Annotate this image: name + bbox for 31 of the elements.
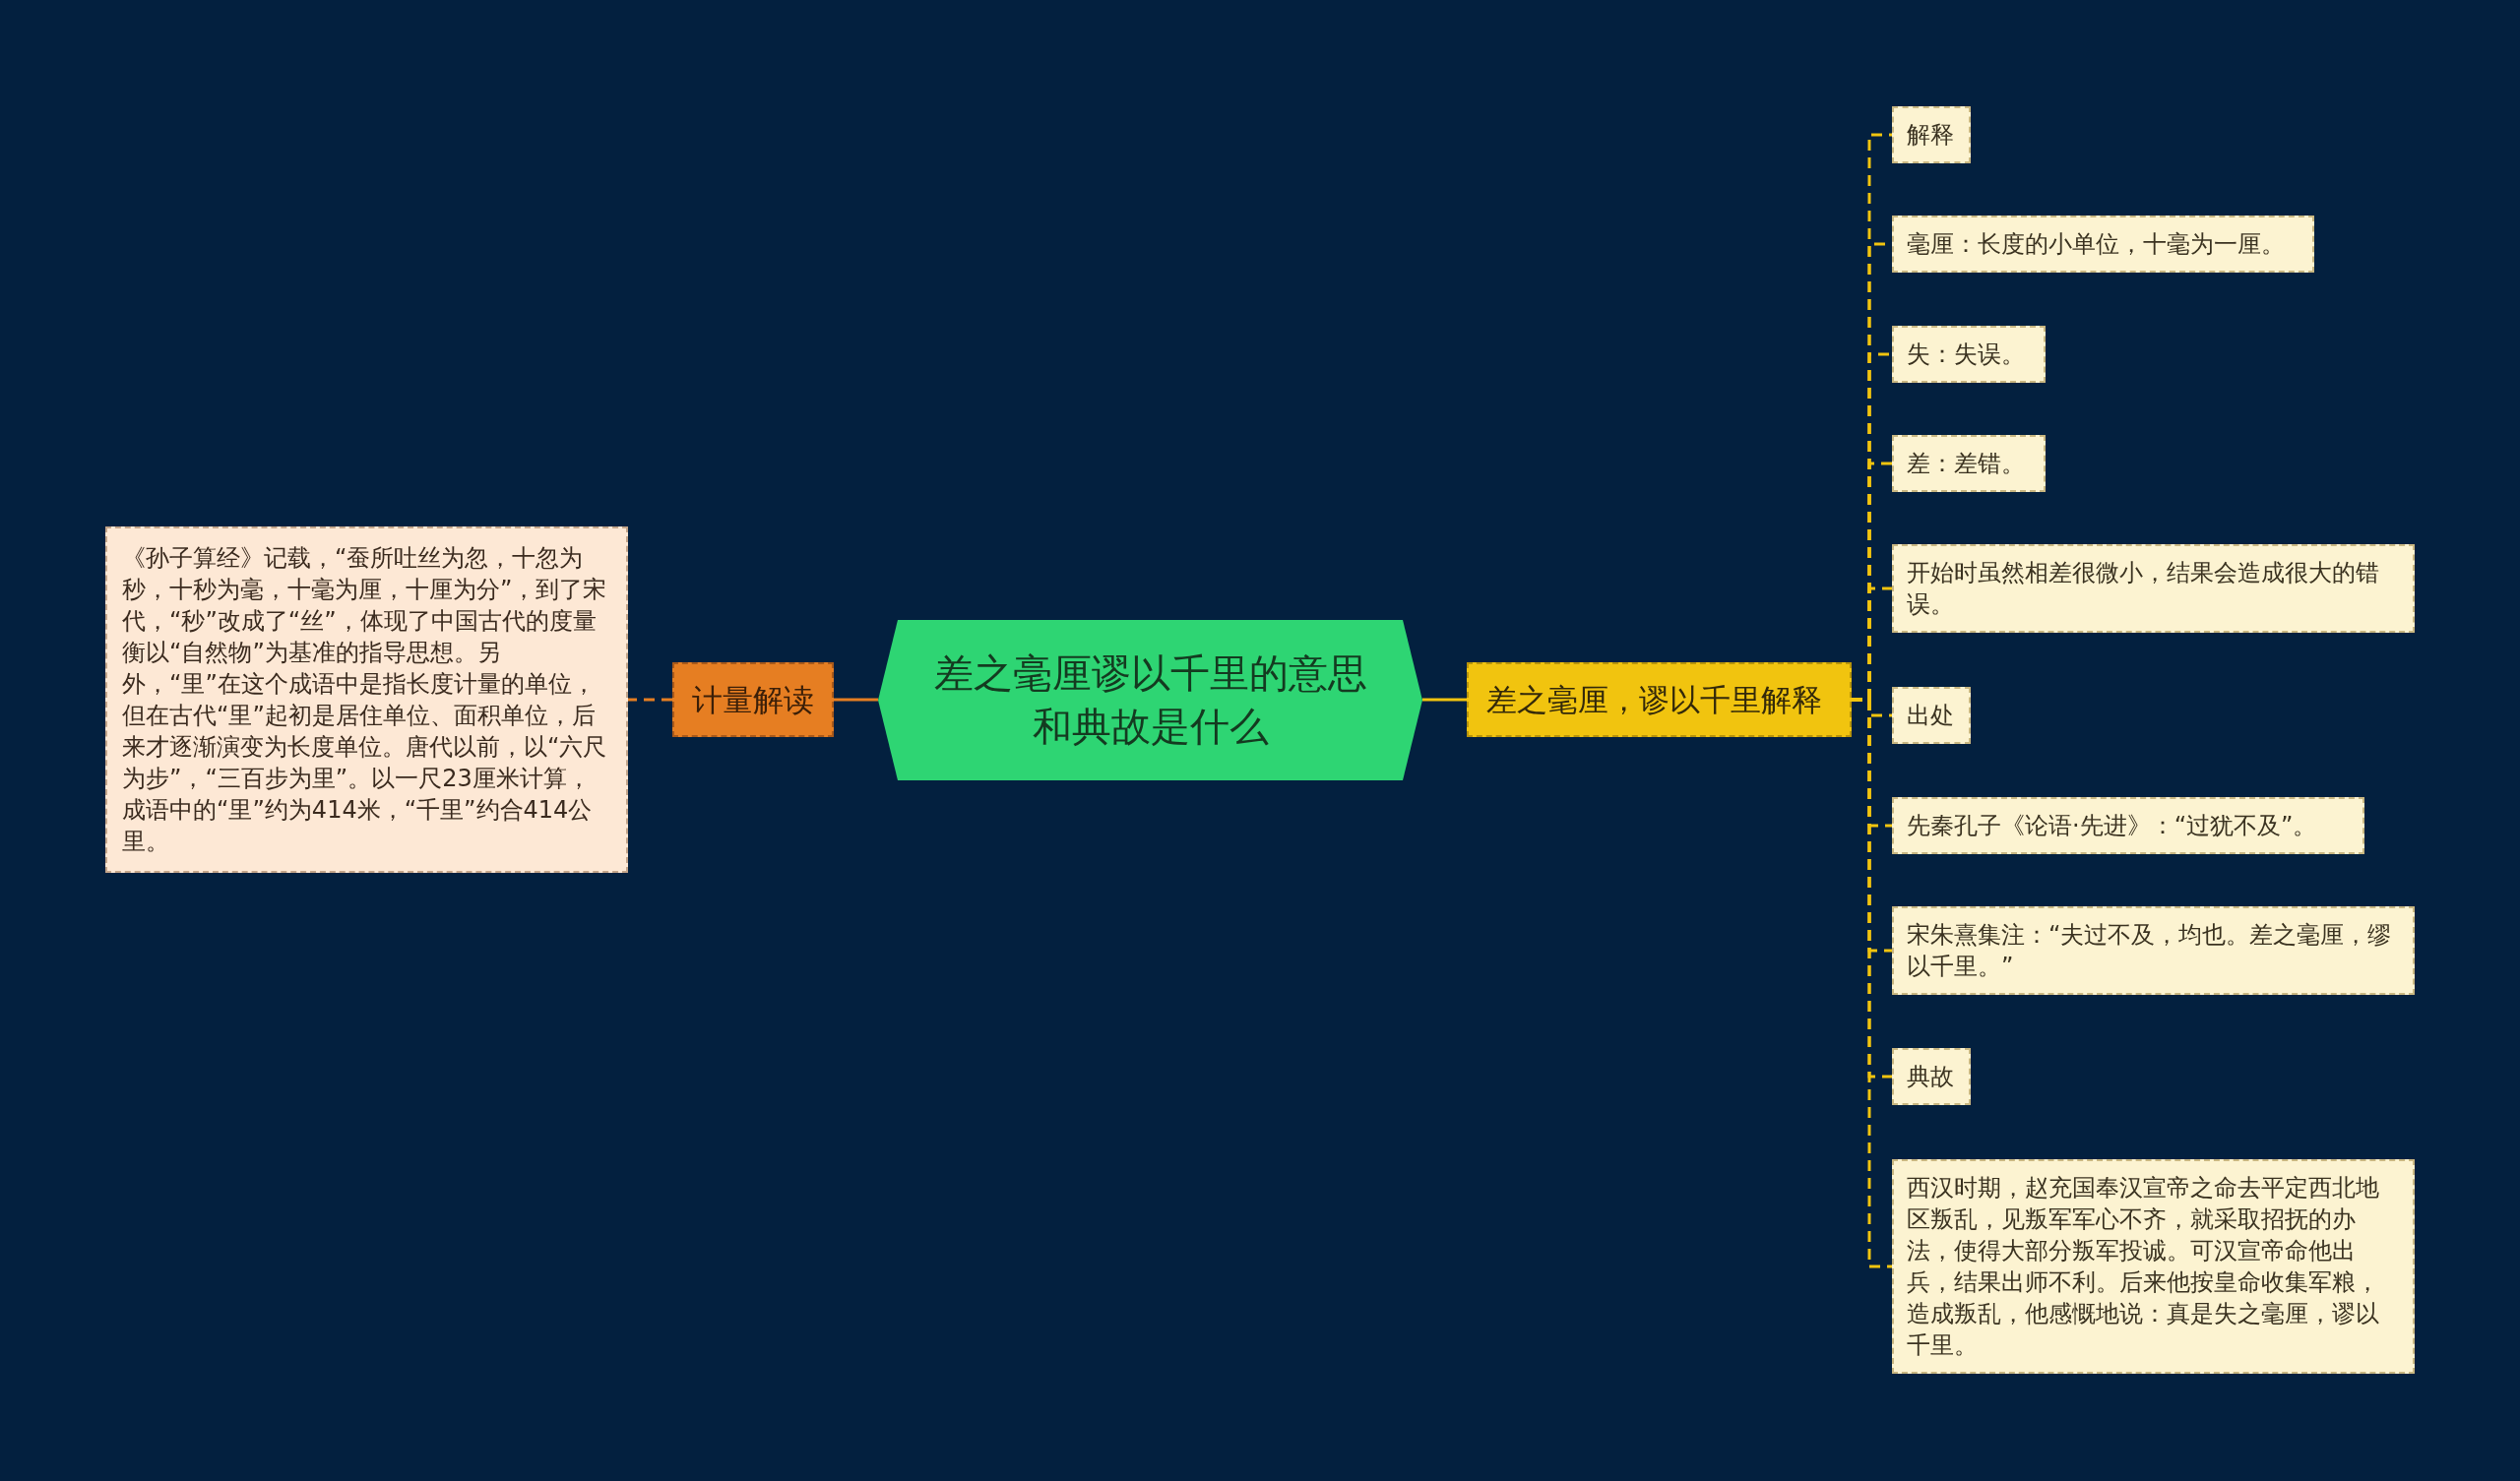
leaf-text: 西汉时期，赵充国奉汉宣帝之命去平定西北地区叛乱，见叛军军心不齐，就采取招抚的办法，使得大部分叛军投诚。可汉宣帝命他出兵，结果出师不利。后来他按皇命收集军粮，造成叛乱，他感慨地说：真是失之毫厘，谬以千里。 (1907, 1173, 2380, 1361)
leaf-box (1892, 216, 2314, 273)
leaf-box (1892, 687, 1971, 744)
leaf-text: 失：失误。 (1907, 339, 2026, 370)
note-box (105, 526, 628, 873)
branch-box (1467, 662, 1852, 737)
topic-hexagon (878, 619, 1422, 780)
connector-line (1422, 698, 1467, 702)
leaf-text: 毫厘：长度的小单位，十毫为一厘。 (1907, 229, 2286, 260)
connector-line (628, 698, 672, 702)
leaf-text: 典故 (1907, 1062, 1955, 1092)
leaf-text: 开始时虽然相差很微小，结果会造成很大的错误。 (1907, 558, 2380, 620)
connector-line (834, 698, 878, 702)
leaf-text: 宋朱熹集注：“夫过不及，均也。差之毫厘，缪以千里。” (1907, 920, 2393, 982)
leaf-box (1892, 435, 2046, 492)
leaf-text: 先秦孔子《论语·先进》：“过犹不及”。 (1907, 811, 2318, 841)
topic-title: 差之毫厘谬以千里的意思和典故是什么 (932, 649, 1368, 751)
leaf-box (1892, 1048, 1971, 1105)
branch-label: 差之毫厘，谬以千里解释 (1486, 681, 1823, 719)
leaf-box (1892, 797, 2364, 854)
leaf-box (1892, 326, 2046, 383)
leaf-box (1892, 544, 2415, 633)
note-text: 《孙子算经》记载，“蚕所吐丝为忽，十忽为秒，十秒为毫，十毫为厘，十厘为分”，到了宋代，“秒”改成了“丝”，体现了中国古代的度量衡以“自然物”为基准的指导思想。另外，“里”在这个成语中是指长度计量的单位，但在古代“里”起初是居住单位、面积单位，后来才逐渐演变为长度单位。唐代以前，以“六尺为步”，“三百步为里”。以一尺23厘米计算，成语中的“里”约为414米，“千里”约合414公里。 (122, 543, 608, 857)
leaf-box (1892, 1159, 2415, 1374)
branch-label: 计量解读 (692, 681, 814, 719)
leaf-text: 差：差错。 (1907, 449, 2026, 479)
leaf-text: 出处 (1907, 701, 1955, 731)
leaf-box (1892, 106, 1971, 163)
branch-box (672, 662, 834, 737)
leaf-box (1892, 906, 2415, 995)
leaf-text: 解释 (1907, 120, 1955, 151)
